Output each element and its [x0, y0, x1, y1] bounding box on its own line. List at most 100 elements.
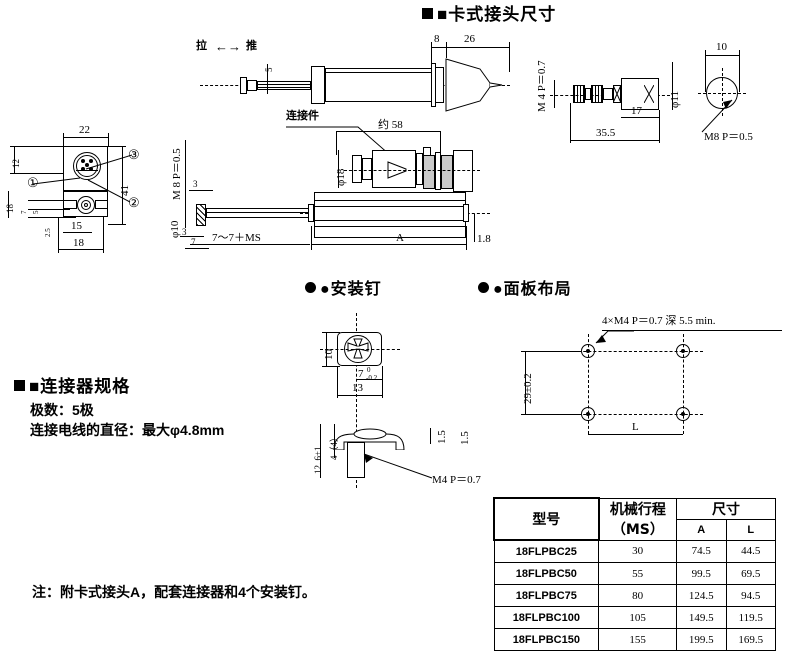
dim-41-ext-t	[108, 146, 126, 147]
dim-7-tol-upper: 0	[367, 366, 371, 374]
poles-spec: 极数：5极	[30, 402, 94, 418]
balloon-1: ①	[27, 175, 39, 190]
dim-10r-ext-l	[705, 50, 706, 92]
dim-29-panel: 29±0.2	[522, 373, 534, 404]
dim-18b: 18	[73, 237, 84, 249]
connector-tail	[453, 150, 473, 192]
dim-29-ext-t	[521, 351, 581, 352]
m8-thread-label-left: M 8 P＝0.5	[171, 148, 183, 200]
connector-knurl-a	[423, 155, 435, 189]
footnote: 注：附卡式接头A，配套连接器和4个安装钉。	[32, 584, 316, 600]
rod-line	[257, 84, 311, 85]
dim-29-line	[525, 351, 526, 414]
dim-7-tol: 7	[358, 368, 364, 380]
phillips-cross-icon	[347, 338, 369, 359]
screw-shank	[347, 442, 365, 478]
dim-12-line	[14, 146, 15, 173]
balloon-3: ③	[128, 147, 140, 162]
square-bullet-icon	[422, 8, 433, 19]
pin-3	[81, 167, 85, 171]
dim-12-6: 12. 6±1	[313, 446, 323, 474]
panel-thread-leader	[595, 330, 634, 344]
pin-2	[89, 159, 93, 163]
cell-a: 99.5	[676, 562, 727, 585]
dim-phi11: φ11	[669, 91, 681, 108]
spec-table-header-row-1: 型号 机械行程 （MS） 尺寸	[493, 497, 776, 541]
plug-shaft-2	[603, 88, 613, 100]
dim-41: 41	[119, 185, 131, 196]
dim-58-ext-l	[336, 131, 337, 155]
dim-44-line	[334, 424, 335, 458]
dim-7tol-line	[356, 379, 382, 380]
dim-3a-line	[189, 190, 213, 191]
m4-dim-ext	[554, 80, 555, 108]
dim-355-ext-l	[570, 103, 571, 143]
main-housing	[314, 192, 466, 238]
main-rod-ln1	[206, 212, 311, 213]
screw-centerline-v	[356, 313, 357, 488]
dim-5: 5	[32, 210, 40, 215]
connector-band	[435, 152, 441, 190]
cell-a: 199.5	[676, 628, 727, 651]
cylinder-body	[325, 68, 432, 102]
dim-L: L	[632, 421, 639, 433]
dim-7: 7	[20, 210, 28, 215]
cell-l: 44.5	[725, 539, 776, 563]
dim-5-top: 5	[264, 67, 274, 73]
spec-table-head: 型号 机械行程 （MS） 尺寸 A L	[493, 497, 776, 541]
header-l: L	[725, 518, 776, 541]
dim5-ext	[267, 64, 268, 94]
circle-bullet-icon-1	[305, 282, 316, 293]
housing-ln4	[314, 226, 466, 227]
dim-15s-line	[430, 428, 431, 444]
dim-18b-ext-l	[58, 217, 59, 253]
dim-41-ext-b	[108, 224, 126, 225]
dim-12-ext-b	[10, 173, 64, 174]
mounting-screw-heading-text: ●安装钉	[320, 281, 382, 298]
dim-1-8: 1.8	[477, 233, 491, 245]
dim-17: 17	[631, 105, 642, 117]
dim-22-line	[63, 137, 108, 138]
bracket-hole-inner	[84, 203, 88, 207]
dim26-ext-r	[509, 42, 510, 72]
mounting-screw-heading: ●安装钉	[305, 282, 382, 298]
page-title: ■卡式接头尺寸	[422, 6, 556, 23]
dim-A-line	[311, 244, 466, 245]
dim-3a: 3	[193, 179, 198, 189]
dim-L-line	[588, 434, 683, 435]
dim-26-line	[431, 47, 509, 48]
bracket-lug-r	[95, 200, 108, 209]
dim-13-ext-l	[337, 366, 338, 398]
dim-7b: 7	[191, 237, 196, 247]
housing-ln1	[314, 200, 466, 201]
dim-10s-ext-b	[322, 366, 340, 367]
pin-5	[85, 163, 89, 167]
screw-head-side-icon	[333, 428, 405, 450]
dim-8: 8	[434, 33, 440, 45]
panel-edge-dim: 1.5	[459, 431, 471, 445]
dim-4-4: 4（4）	[329, 432, 339, 460]
dim-355-line	[570, 140, 659, 141]
pin-1	[81, 159, 85, 163]
plug-body-cross-icon	[644, 85, 654, 103]
header-size: 尺寸	[676, 497, 776, 520]
m8-centerline-v	[722, 68, 723, 116]
cell-model: 18FLPBC75	[493, 584, 600, 607]
dim8-ext-r	[446, 42, 447, 58]
pull-push-arrow-icon: ←→	[215, 39, 241, 54]
dim-15: 15	[71, 220, 82, 232]
balloon-2: ②	[128, 195, 140, 210]
dim-25-line	[28, 217, 76, 218]
plug-shaft-1	[585, 88, 591, 100]
cell-model: 18FLPBC100	[493, 606, 600, 629]
cell-l: 69.5	[725, 562, 776, 585]
panel-thread-underline	[602, 330, 782, 331]
main-flange	[308, 204, 314, 222]
m4-screw-label: M4 P＝0.7	[432, 474, 481, 486]
dim-29-ext-b	[521, 414, 581, 415]
dim-18a-line	[8, 191, 9, 218]
